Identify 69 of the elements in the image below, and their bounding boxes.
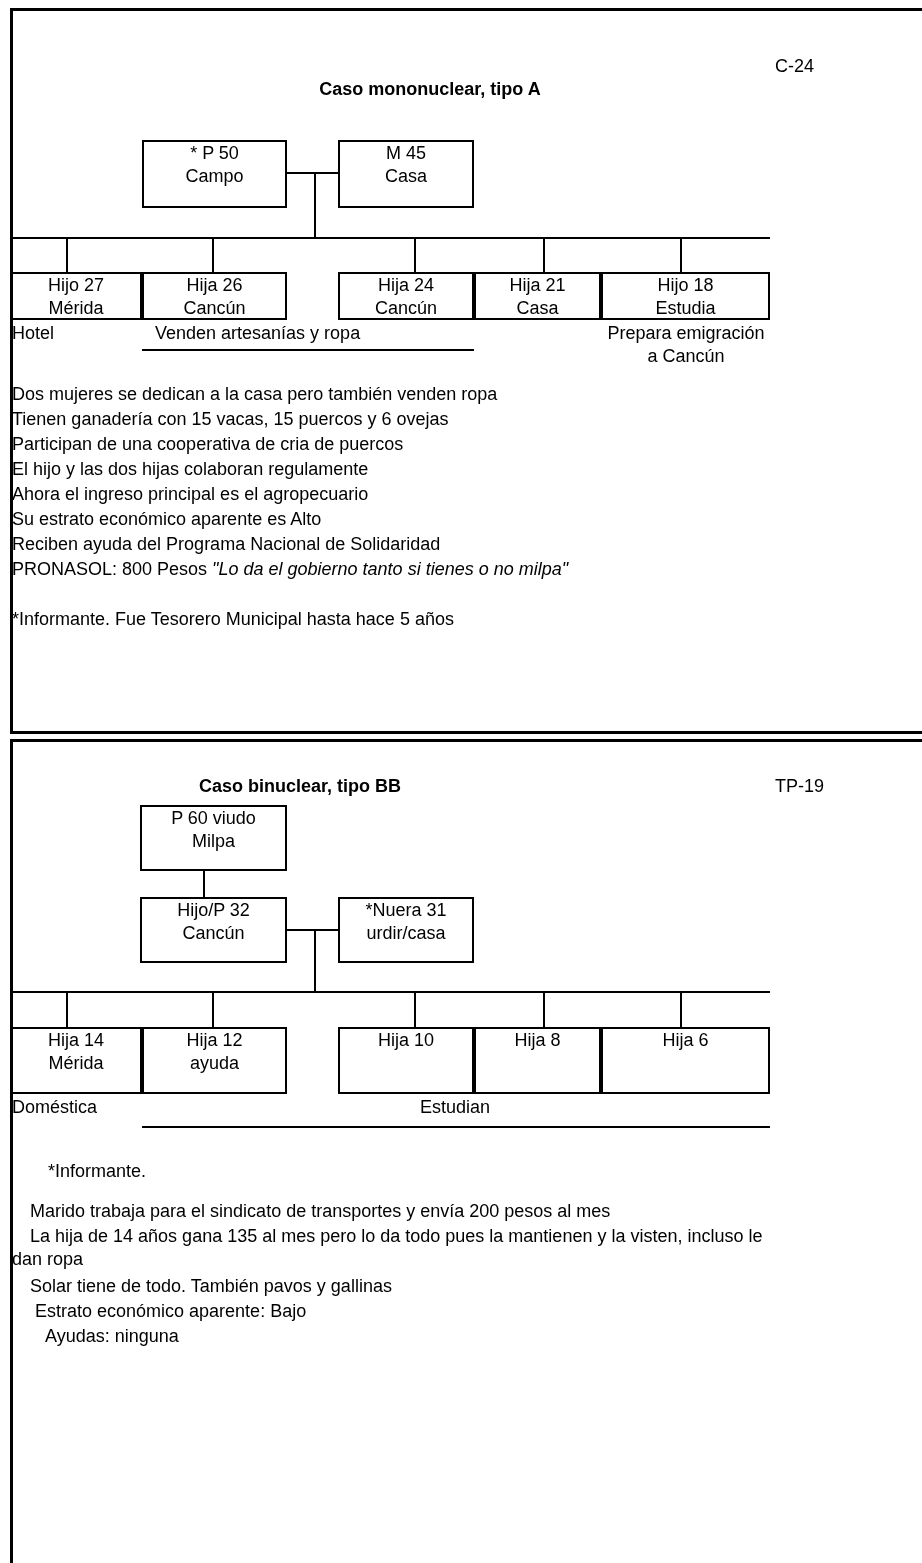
person-label: Hija 14 bbox=[48, 1029, 104, 1052]
occupation-label: Campo bbox=[185, 165, 244, 188]
person-label: Hija 8 bbox=[514, 1029, 561, 1052]
note-text: Reciben ayuda del Programa Nacional de Solidaridad bbox=[12, 533, 441, 556]
person-label: Hija 12 bbox=[186, 1029, 243, 1052]
person-label: Hija 10 bbox=[378, 1029, 434, 1052]
person-label: Hijo 27 bbox=[48, 274, 104, 297]
note-text: Participan de una cooperativa de cria de puercos bbox=[12, 433, 404, 456]
occupation-label: Milpa bbox=[192, 830, 235, 853]
note-text: Solar tiene de todo. También pavos y gallinas bbox=[30, 1275, 392, 1298]
note-text: Estrato económico aparente: Bajo bbox=[35, 1300, 307, 1323]
person-label: Hija 26 bbox=[186, 274, 243, 297]
person-box bbox=[140, 805, 287, 871]
person-box bbox=[142, 140, 287, 208]
person-label: Hija 21 bbox=[509, 274, 566, 297]
activity-note: Doméstica bbox=[12, 1096, 98, 1119]
person-box bbox=[338, 897, 474, 963]
group-caption: Estudian bbox=[420, 1096, 491, 1119]
person-box bbox=[474, 1027, 601, 1094]
person-label: P 60 viudo bbox=[171, 807, 256, 830]
occupation-label: Cancún bbox=[183, 297, 246, 320]
person-box bbox=[338, 272, 474, 320]
group-caption: Venden artesanías y ropa bbox=[155, 322, 361, 345]
activity-note: Prepara emigración a Cancún bbox=[606, 322, 766, 368]
person-box bbox=[142, 272, 287, 320]
case-title: Caso binuclear, tipo BB bbox=[199, 775, 401, 798]
kinship-line bbox=[203, 870, 205, 898]
case-code: TP-19 bbox=[775, 775, 825, 798]
case-panel bbox=[10, 739, 922, 1563]
person-label: Hija 24 bbox=[378, 274, 434, 297]
person-label: * P 50 bbox=[190, 142, 239, 165]
footnote-text: *Informante. bbox=[48, 1160, 147, 1183]
person-box bbox=[338, 1027, 474, 1094]
occupation-label: Cancún bbox=[374, 297, 437, 320]
footnote-text: *Informante. Fue Tesorero Municipal hasta hace 5 años bbox=[12, 608, 454, 631]
person-label: *Nuera 31 bbox=[365, 899, 447, 922]
note-text: Ayudas: ninguna bbox=[45, 1325, 179, 1348]
occupation-label: Estudia bbox=[655, 297, 716, 320]
activity-note: Hotel bbox=[12, 322, 55, 345]
person-label: Hija 6 bbox=[662, 1029, 709, 1052]
occupation-label: ayuda bbox=[189, 1052, 239, 1075]
case-panel bbox=[10, 8, 922, 734]
occupation-label: Mérida bbox=[48, 1052, 104, 1075]
note-text: Dos mujeres se dedican a la casa pero también venden ropa bbox=[12, 383, 498, 406]
person-box bbox=[338, 140, 474, 208]
note-text: El hijo y las dos hijas colaboran regulamente bbox=[12, 458, 369, 481]
note-text: Tienen ganadería con 15 vacas, 15 puercos y 6 ovejas bbox=[12, 408, 449, 431]
person-box bbox=[10, 1027, 142, 1094]
person-label: Hijo/P 32 bbox=[177, 899, 250, 922]
person-box bbox=[140, 897, 287, 963]
note-text: La hija de 14 años gana 135 al mes pero lo da todo pues la mantienen y la visten, incluso le dan ropa bbox=[12, 1225, 764, 1271]
note-text: Ahora el ingreso principal es el agropecuario bbox=[12, 483, 369, 506]
person-box bbox=[601, 1027, 770, 1094]
case-title: Caso mononuclear, tipo A bbox=[319, 78, 541, 101]
person-box bbox=[10, 272, 142, 320]
note-text: Su estrato económico aparente es Alto bbox=[12, 508, 322, 531]
person-box bbox=[474, 272, 601, 320]
note-text: PRONASOL: 800 Pesos "Lo da el gobierno tanto si tienes o no milpa" bbox=[12, 558, 569, 581]
occupation-label: Casa bbox=[516, 297, 559, 320]
case-code: C-24 bbox=[775, 55, 814, 78]
person-box bbox=[601, 272, 770, 320]
occupation-label: Mérida bbox=[48, 297, 104, 320]
person-box bbox=[142, 1027, 287, 1094]
note-text: Marido trabaja para el sindicato de transportes y envía 200 pesos al mes bbox=[30, 1200, 611, 1223]
occupation-label: urdir/casa bbox=[366, 922, 446, 945]
occupation-label: Casa bbox=[385, 165, 427, 188]
occupation-label: Cancún bbox=[182, 922, 245, 945]
person-label: Hijo 18 bbox=[657, 274, 714, 297]
person-label: M 45 bbox=[386, 142, 426, 165]
